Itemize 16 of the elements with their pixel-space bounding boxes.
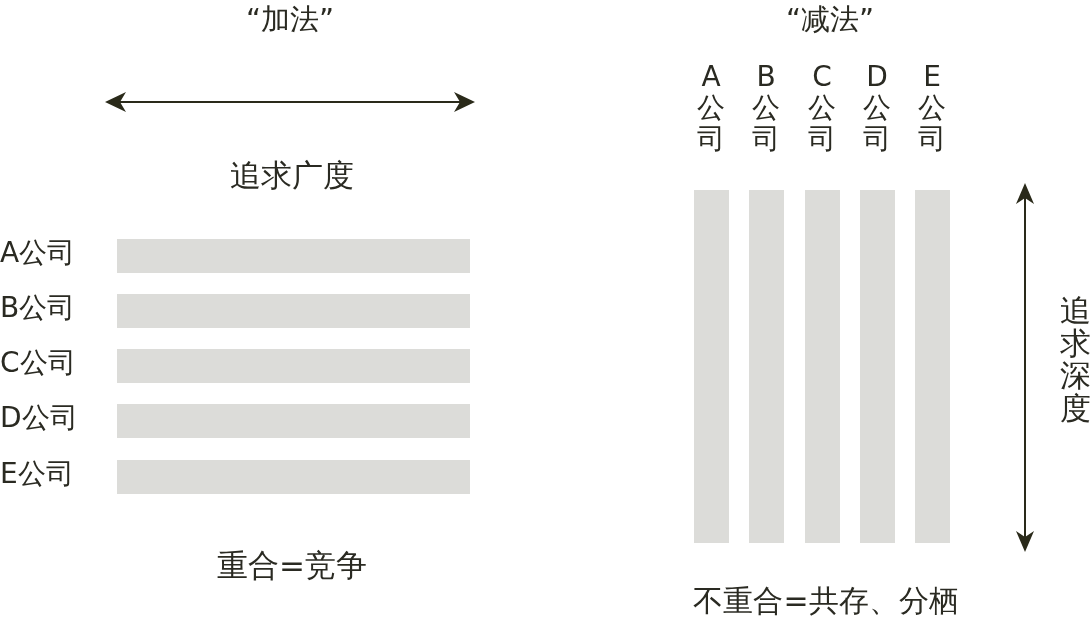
company-label: C公司	[807, 62, 837, 155]
summary-caption: 不重合=共存、分栖	[693, 584, 959, 617]
company-label: D公司	[0, 403, 78, 434]
company-label: B公司	[0, 293, 76, 324]
section-heading: “加法”	[245, 4, 335, 36]
direction-caption: 追求深度	[1058, 294, 1092, 425]
company-label: C公司	[0, 348, 76, 379]
company-label: A公司	[696, 62, 726, 155]
summary-caption: 重合=竞争	[217, 548, 367, 583]
company-label: E公司	[917, 62, 947, 155]
section-heading: “减法”	[785, 4, 875, 36]
direction-caption: 追求广度	[230, 158, 354, 193]
company-label: D公司	[862, 62, 892, 155]
company-label: E公司	[0, 459, 74, 490]
company-label: B公司	[751, 62, 781, 155]
company-label: A公司	[0, 238, 76, 269]
